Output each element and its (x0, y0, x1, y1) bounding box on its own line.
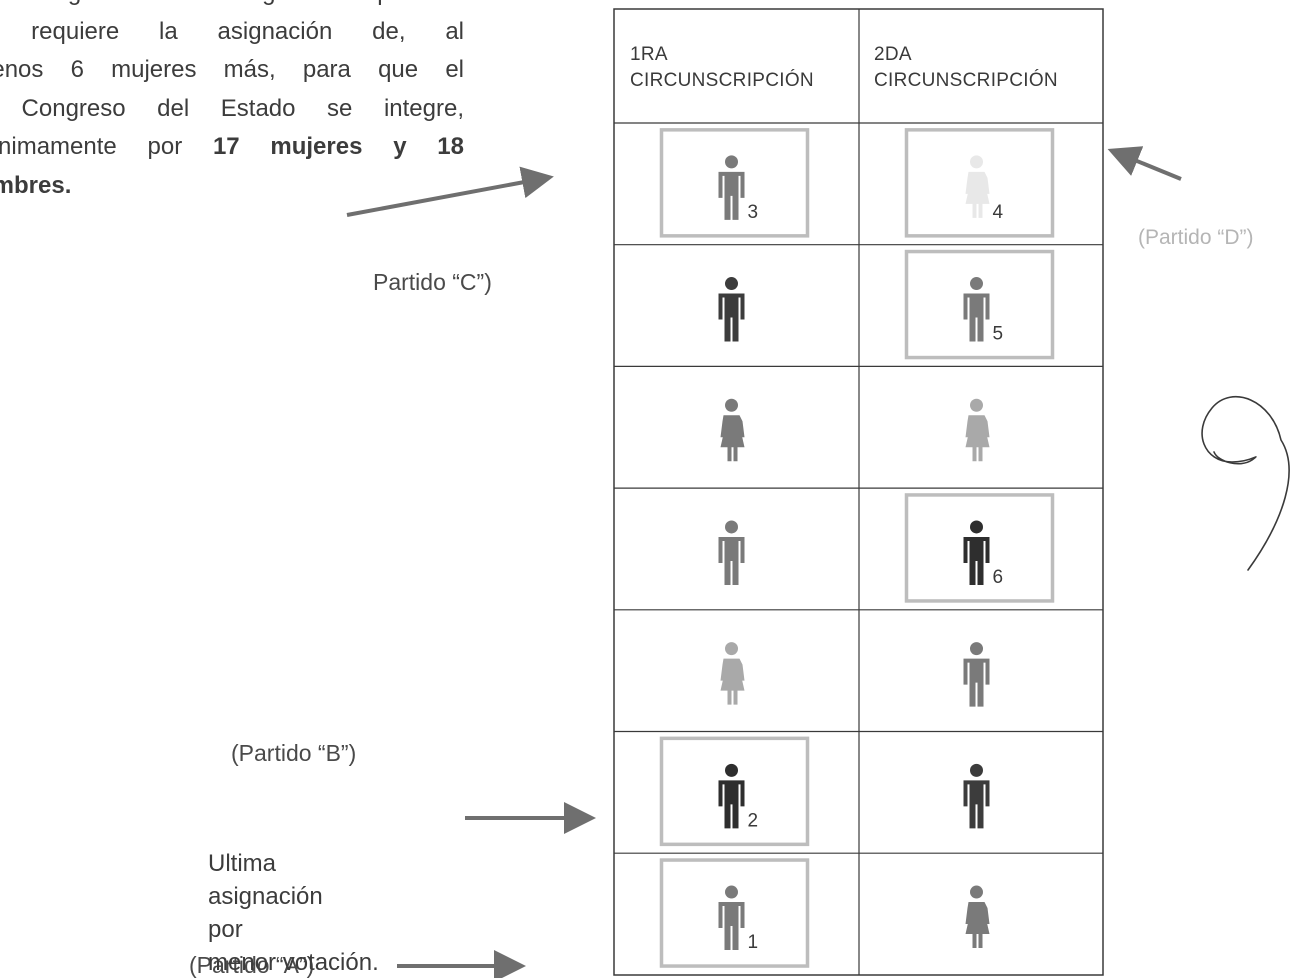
person-head (725, 398, 738, 412)
table-cell: 3 (659, 128, 810, 238)
person-head (970, 155, 983, 169)
assignment-number: 1 (748, 932, 759, 953)
assignment-number: 5 (993, 324, 1004, 345)
table-cell (965, 398, 990, 462)
man-icon (963, 536, 990, 585)
person-head (725, 885, 738, 899)
assignment-number: 6 (993, 567, 1004, 588)
table-cell: 1 (659, 858, 810, 968)
paragraph: ara lograr una integración paritaria e r… (0, 0, 464, 205)
table-cell (720, 642, 745, 705)
man-icon (718, 780, 745, 829)
table-cell: 2 (659, 736, 810, 847)
highlight-box (659, 858, 810, 968)
paragraph-line-6-bold: ombres. (0, 171, 72, 199)
person-head (970, 277, 983, 291)
label-partido-d: (Partido “D”) (1138, 226, 1254, 249)
man-icon (963, 293, 990, 342)
person-head (725, 763, 738, 777)
person-head (970, 763, 983, 777)
table-cell (718, 520, 745, 585)
person-head (970, 520, 983, 534)
paragraph-line-5-bold: 17 mujeres y 18 (212, 133, 464, 160)
table-cell (718, 277, 745, 342)
table-cell (963, 642, 990, 707)
arrow-icon (1107, 146, 1182, 181)
man-icon (963, 780, 990, 829)
note-line-2: menor votación. (208, 949, 379, 976)
assignment-number: 2 (748, 810, 759, 831)
last-assignment-note: Ultima asignación por menor votación. (208, 847, 379, 979)
table-cell (720, 398, 745, 462)
highlight-box (659, 736, 810, 847)
col2-header-line2: CIRCUNSCRIPCIÓN (874, 69, 1058, 91)
highlight-box (904, 128, 1055, 238)
person-head (725, 155, 738, 169)
table-cell (965, 885, 990, 949)
paragraph-line-3: nenos 6 mujeres más, para que el (0, 56, 464, 83)
paragraph-line-5: nínimamente por 17 mujeres y 18 (0, 128, 464, 167)
col2-header-line1: 2DA (874, 44, 912, 65)
paragraph-line-4: l. Congreso del Estado se integre, (0, 94, 464, 122)
assignment-number: 4 (993, 202, 1004, 223)
paragraph-line-6: ombres. (0, 167, 464, 206)
person-head (725, 520, 738, 534)
person-head (970, 885, 983, 899)
assignment-table: 1RA CIRCUNSCRIPCIÓN 2DA CIRCUNSCRIPCIÓN … (613, 8, 1104, 976)
table-cell (963, 763, 990, 829)
paragraph-line-5-prefix: nínimamente por (0, 133, 213, 160)
table-cell: 5 (904, 249, 1055, 360)
arrow-icon (346, 166, 554, 217)
assignment-number: 3 (748, 202, 759, 223)
highlight-box (904, 249, 1055, 360)
man-icon (718, 902, 745, 951)
person-head (725, 642, 738, 656)
col1-header-line1: 1RA (630, 44, 668, 65)
row-dividers (614, 122, 1103, 854)
woman-icon (965, 171, 990, 218)
man-icon (963, 658, 990, 707)
note-line-1: Ultima asignación por (208, 850, 323, 943)
man-icon (718, 293, 745, 342)
man-icon (718, 171, 745, 220)
paragraph-line-2: e requiere la asignación de, al (0, 17, 464, 45)
label-partido-b: (Partido “B”) (231, 740, 357, 766)
label-partido-c: Partido “C”) (373, 269, 492, 295)
person-head (725, 277, 738, 291)
woman-icon (720, 415, 745, 462)
woman-icon (965, 902, 990, 949)
highlight-box (904, 493, 1055, 603)
table-cell: 4 (904, 128, 1055, 238)
table-cell: 6 (904, 493, 1055, 603)
label-partido-a: (Partido “A”) (189, 952, 315, 978)
table-cells: 3 4 5 6 2 1 (659, 128, 1055, 968)
woman-icon (720, 658, 745, 705)
person-head (970, 398, 983, 412)
handwritten-nine-mark (1201, 396, 1290, 571)
woman-icon (965, 415, 990, 462)
col1-header-line2: CIRCUNSCRIPCIÓN (630, 69, 814, 91)
person-head (970, 642, 983, 656)
paragraph-line-1: ara lograr una integración paritaria (0, 0, 464, 13)
man-icon (718, 536, 745, 585)
highlight-box (659, 128, 810, 238)
